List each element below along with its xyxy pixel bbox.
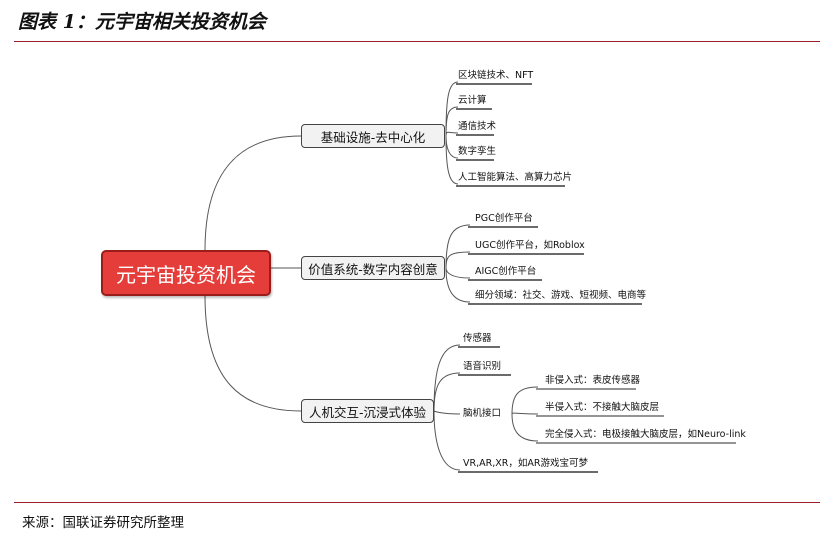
branch-human-computer-interaction: 人机交互-沉浸式体验 [301,399,434,423]
leaf-semi-invasive: 半侵入式：不接触大脑皮层 [545,402,660,413]
branch-value-system: 价值系统-数字内容创意 [301,256,445,280]
bottom-rule [14,502,820,503]
top-rule [14,41,820,42]
leaf-ai-chips: 人工智能算法、高算力芯片 [458,172,573,183]
source-note: 来源：国联证券研究所整理 [22,515,184,531]
figure-title: 图表 1：元宇宙相关投资机会 [18,11,266,33]
connector-root-infra [204,135,302,251]
leaf-blockchain-nft: 区块链技术、NFT [458,70,534,81]
leaf-aigc-platform: AIGC创作平台 [475,266,537,277]
leaf-cloud-computing: 云计算 [458,95,487,106]
leaf-noninvasive: 非侵入式：表皮传感器 [545,375,641,386]
leaf-communication-tech: 通信技术 [458,121,497,132]
leaf-brain-computer-interface: 脑机接口 [463,408,502,419]
root-node: 元宇宙投资机会 [101,250,271,296]
connector-root-hci [204,295,302,412]
leaf-ugc-platform: UGC创作平台，如Roblox [475,240,585,251]
leaf-vr-ar-xr: VR,AR,XR，如AR游戏宝可梦 [463,458,588,469]
leaf-pgc-platform: PGC创作平台 [475,213,533,224]
leaf-fully-invasive: 完全侵入式：电极接触大脑皮层，如Neuro-link [545,429,746,440]
leaf-segments: 细分领域：社交、游戏、短视频、电商等 [475,290,647,301]
leaf-sensors: 传感器 [463,333,492,344]
branch-infrastructure: 基础设施-去中心化 [301,124,445,148]
leaf-speech-recognition: 语音识别 [463,361,502,372]
leaf-digital-twin: 数字孪生 [458,146,497,157]
